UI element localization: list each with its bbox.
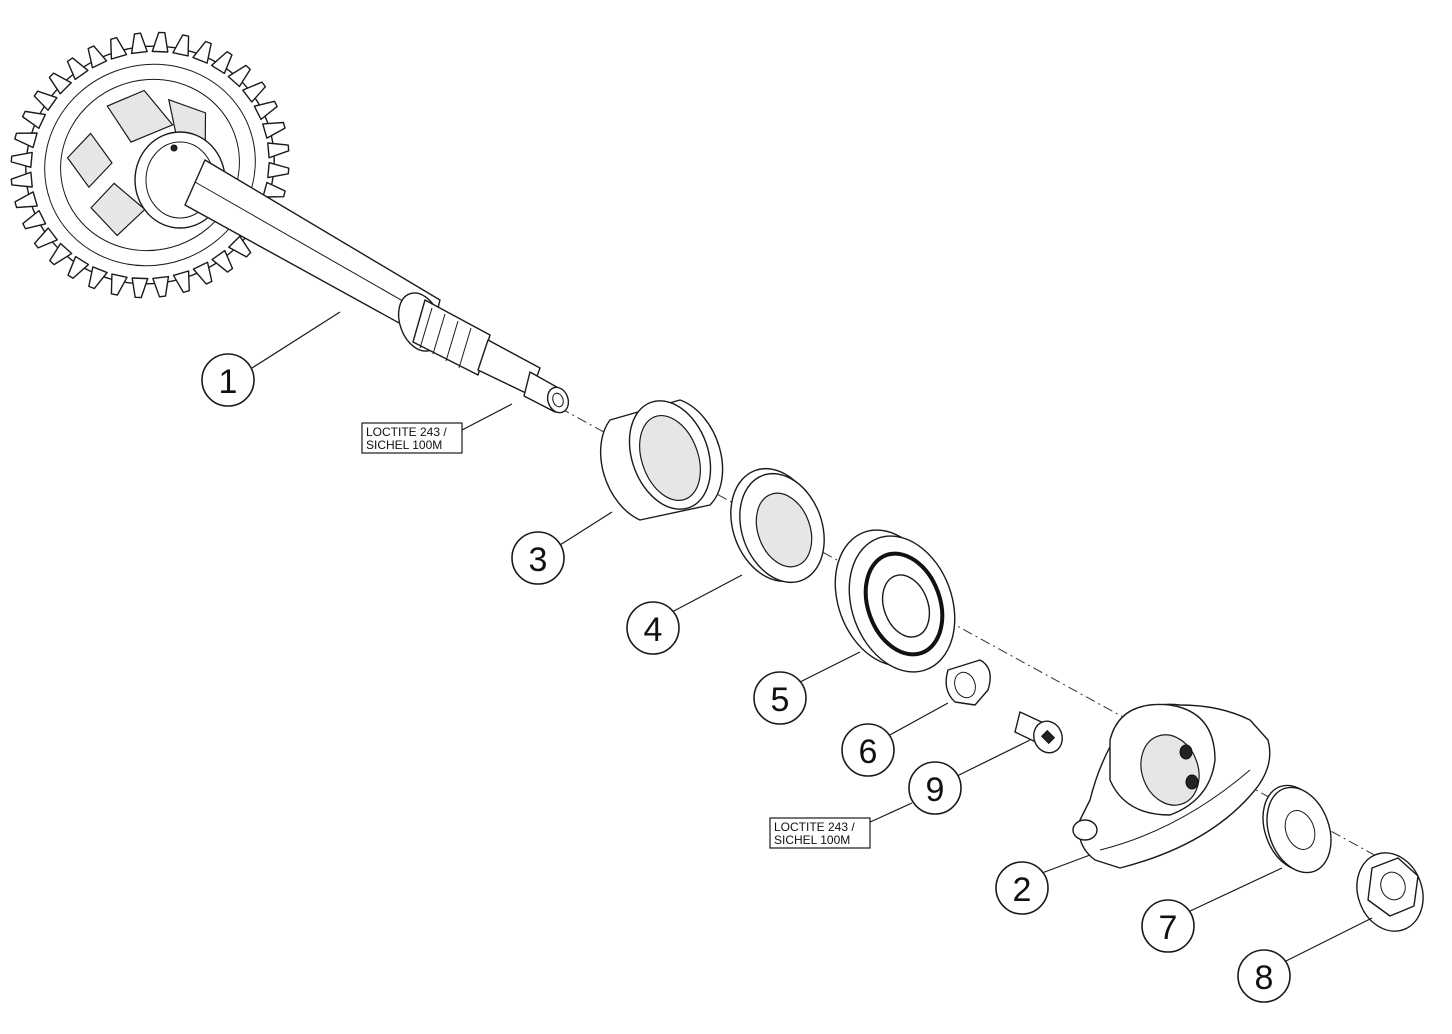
leader-8 <box>1283 917 1373 963</box>
gear-tooth <box>151 31 169 53</box>
gear-tooth <box>87 45 108 69</box>
callout-4: 4 <box>626 601 680 655</box>
gear-tooth <box>130 32 148 55</box>
gear-tooth <box>67 255 90 279</box>
leader-note-2 <box>867 802 913 824</box>
gear-tooth <box>262 181 286 198</box>
gear-tooth <box>172 34 190 57</box>
svg-text:9: 9 <box>926 771 945 809</box>
svg-text:3: 3 <box>529 541 548 579</box>
gear-tooth <box>14 132 38 149</box>
gear-tooth <box>66 57 89 81</box>
part-4-spacer-ring <box>730 467 825 584</box>
svg-text:1: 1 <box>219 363 238 401</box>
callout-1: 1 <box>201 353 255 407</box>
gear-tooth <box>210 51 233 75</box>
note-box-threadlocker-2: LOCTITE 243 / SICHEL 100M <box>769 817 871 849</box>
part-9-screw <box>1014 711 1063 754</box>
svg-text:LOCTITE 243 /: LOCTITE 243 / <box>366 425 447 439</box>
gear-tooth <box>253 100 278 121</box>
gear-tooth <box>110 273 128 296</box>
gear-tooth <box>10 171 33 188</box>
svg-text:LOCTITE 243 /: LOCTITE 243 / <box>774 820 855 834</box>
gear-tooth <box>49 242 73 266</box>
svg-text:4: 4 <box>644 611 663 649</box>
gear-tooth <box>227 64 251 88</box>
part-7-washer <box>1262 784 1332 874</box>
gear-tooth <box>192 40 212 64</box>
svg-text:6: 6 <box>859 733 878 771</box>
leader-1 <box>251 311 341 369</box>
gear-tooth <box>22 209 47 230</box>
part-6-tab-washer <box>945 659 991 706</box>
gear-tooth <box>172 270 190 294</box>
gear-tooth <box>192 261 213 285</box>
gear-tooth <box>152 275 170 298</box>
gear-tooth <box>211 249 234 273</box>
callout-8: 8 <box>1237 949 1291 1003</box>
leader-6 <box>887 702 949 737</box>
leader-2 <box>1041 854 1091 874</box>
gear-tooth <box>242 81 267 103</box>
callout-2: 2 <box>995 861 1049 915</box>
gear-tooth <box>262 121 286 139</box>
leader-9 <box>954 739 1031 778</box>
callout-6: 6 <box>841 723 895 777</box>
callout-9: 9 <box>908 761 962 815</box>
leader-5 <box>797 651 861 684</box>
leader-3 <box>559 511 613 546</box>
gear-tooth <box>88 266 108 290</box>
callout-3: 3 <box>511 531 565 585</box>
gear-tooth <box>21 110 47 130</box>
callout-7: 7 <box>1141 899 1195 953</box>
gear-tooth <box>48 72 72 95</box>
gear-tooth <box>14 191 38 209</box>
gear-tooth <box>33 227 58 249</box>
part-5-ball-bearing <box>834 529 956 673</box>
gear-tooth <box>110 36 128 60</box>
leader-4 <box>671 574 743 613</box>
gear-tooth <box>33 90 58 111</box>
svg-text:SICHEL 100M: SICHEL 100M <box>366 438 442 452</box>
part-8-flange-nut <box>1356 852 1424 932</box>
svg-text:8: 8 <box>1255 959 1274 997</box>
svg-text:SICHEL 100M: SICHEL 100M <box>774 833 850 847</box>
gear-tooth <box>228 235 252 258</box>
svg-text:7: 7 <box>1159 909 1178 947</box>
gear-tooth <box>131 277 149 299</box>
leader-7 <box>1187 867 1283 913</box>
leader-note-1 <box>461 403 513 431</box>
svg-text:2: 2 <box>1013 871 1032 909</box>
callout-5: 5 <box>753 671 807 725</box>
part-3-sleeve <box>599 399 724 521</box>
svg-text:5: 5 <box>771 681 790 719</box>
gear-tooth <box>10 151 33 169</box>
part-2-crank-lever <box>1072 703 1271 869</box>
part-1-gear-shaft <box>10 31 570 414</box>
gear-tooth <box>267 142 290 159</box>
note-box-threadlocker-1: LOCTITE 243 / SICHEL 100M <box>361 422 463 454</box>
gear-tooth <box>267 161 290 179</box>
